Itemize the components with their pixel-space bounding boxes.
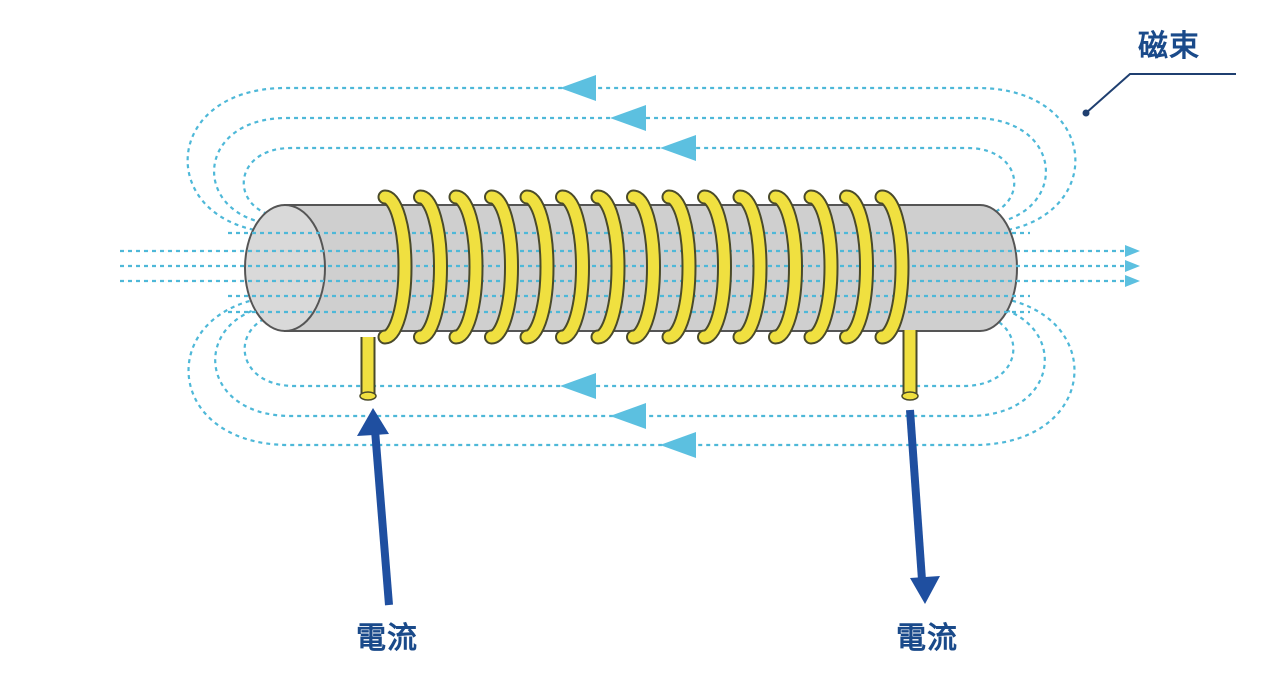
current-in-label: 電流 <box>356 621 418 656</box>
callout-dot <box>1082 109 1090 117</box>
flux-loop-bottom-2 <box>214 302 1046 418</box>
current-arrows <box>357 408 940 606</box>
flux-arrow-icon-2 <box>610 105 646 131</box>
coil-turn-4 <box>486 191 517 343</box>
flux-loop-bottom-3 <box>243 310 1015 388</box>
flux-arrow-icon-5 <box>610 403 646 429</box>
flux-arrow-icon-6 <box>660 432 696 458</box>
coil-leads <box>359 330 919 401</box>
coil-turn-8 <box>628 191 659 343</box>
coil-turn-6 <box>557 191 588 343</box>
flux-loop-top-1 <box>186 86 1077 235</box>
coil-turn-3 <box>450 191 482 343</box>
flux-loop-top-2 <box>212 116 1048 227</box>
flux-label: 磁束 <box>1138 29 1200 64</box>
flux-arrow-icon-4 <box>560 373 596 399</box>
flux-lines-bottom <box>187 294 1076 447</box>
lead-end-2 <box>901 391 919 401</box>
coil-turn-9 <box>663 191 695 343</box>
current-arrow-in-shaft <box>371 429 393 606</box>
coil-turn-15 <box>876 191 908 343</box>
current-arrow-out-shaft <box>906 409 926 581</box>
coil-turn-10 <box>699 191 730 343</box>
coil-turn-12 <box>770 191 801 343</box>
coil-turn-14 <box>841 191 872 343</box>
current-arrow-in-head-icon <box>357 408 389 436</box>
flux-arrow-right-icon-2 <box>1125 260 1140 272</box>
lead-end-1 <box>359 391 377 401</box>
coil-turn-11 <box>734 191 766 343</box>
flux-arrow-icon-1 <box>560 75 596 101</box>
flux-lines-top <box>186 86 1077 235</box>
flux-callout-line <box>1082 73 1236 117</box>
callout-line <box>1085 73 1236 114</box>
flux-arrow-right-icon-1 <box>1125 245 1140 257</box>
coil-turn-13 <box>805 191 837 343</box>
coil-winding <box>377 189 910 345</box>
current-arrow-out-head-icon <box>910 576 940 604</box>
flux-loop-bottom-1 <box>187 294 1076 447</box>
flux-direction-arrows <box>560 75 1140 458</box>
coil-turn-7 <box>592 191 624 343</box>
coil-turn-1 <box>379 191 411 343</box>
flux-arrow-icon-3 <box>660 135 696 161</box>
coil-turn-5 <box>521 191 553 343</box>
flux-loop-top-3 <box>242 146 1016 220</box>
core-end-face <box>244 204 326 332</box>
current-out-label: 電流 <box>896 621 958 656</box>
flux-arrow-right-icon-3 <box>1125 275 1140 287</box>
coil-turn-2 <box>415 191 446 343</box>
